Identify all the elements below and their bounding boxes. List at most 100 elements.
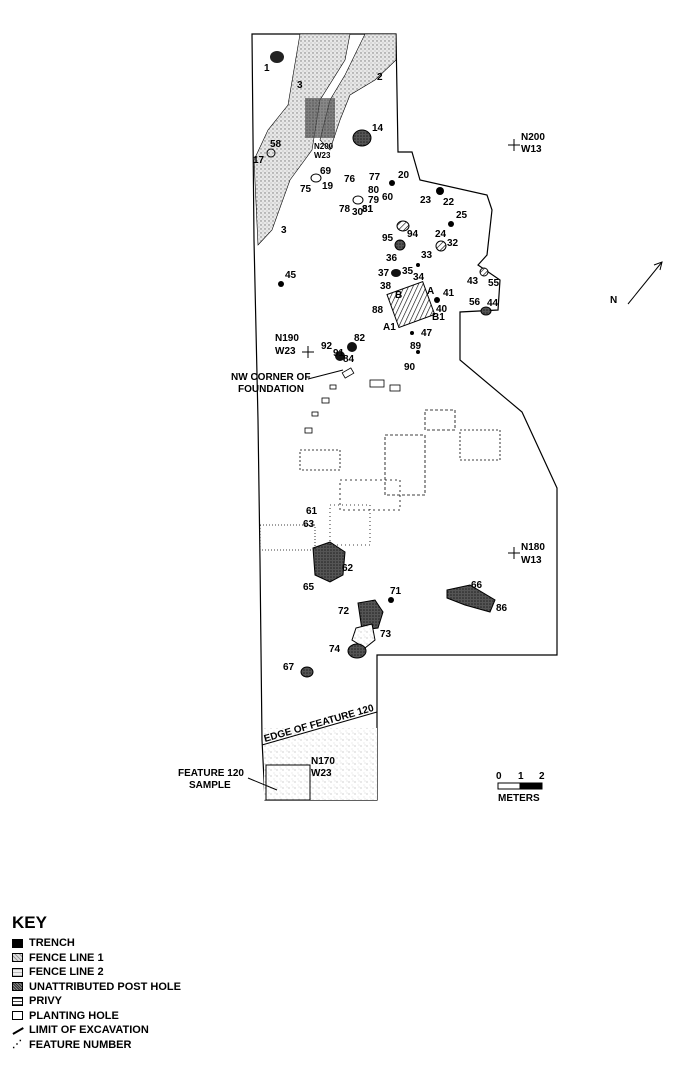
feature-number: 82 [354,333,366,344]
feature-number: 95 [382,233,394,244]
feature-41 [434,297,440,303]
key-label: FENCE LINE 2 [29,966,104,979]
feature-number: 1 [264,63,270,74]
feature-17 [266,148,276,158]
grid-label-n190: N190 [275,333,299,344]
fence-line-1-band [319,33,397,151]
key-item-limit-of-excavation: LIMIT OF EXCAVATION [12,1023,332,1038]
limit-of-excavation-line [251,33,558,801]
privy-section-b1: B1 [432,312,445,323]
feature-number: 37 [378,268,390,279]
scale-unit: METERS [498,793,540,804]
key-item-planting-hole: PLANTING HOLE [12,1009,332,1024]
scale-tick-2: 2 [539,771,545,782]
feature-number: 47 [421,328,433,339]
nw-corner-label-1: NW CORNER OF [231,372,310,383]
feature-number: 44 [487,298,499,309]
scale-bar: 0 1 2 METERS [496,771,545,804]
feature-number: 25 [456,210,468,221]
feature-74 [347,643,367,659]
feature-number: 24 [435,229,447,240]
feature-45 [278,281,284,287]
feature-number: 20 [398,170,410,181]
feature-number: 92 [321,341,333,352]
feature-number: 75 [300,184,312,195]
feature-number: 30 [352,207,364,218]
feature-number: 91 [333,348,345,359]
feature-number: 58 [270,139,282,150]
feature-number: 40 [436,304,448,315]
grid-label-n200: N200 [521,132,545,143]
feature-92 [335,351,345,361]
nw-corner-label-2: FOUNDATION [238,384,304,395]
grid-label-w23-small: W23 [314,151,331,160]
feature-22 [436,187,444,195]
feature-24 [448,221,454,227]
limit-line-icon [12,1026,23,1035]
key-label: FENCE LINE 1 [29,951,104,964]
feature-73 [351,623,376,649]
feature-71 [388,597,394,603]
grid-label-n200-small: N200 [314,142,334,151]
feature-number: 3 [297,80,303,91]
feature-47 [410,331,414,335]
key-label: PRIVY [29,995,63,1008]
feature-number: 38 [380,281,392,292]
feature-94 [396,220,410,232]
key-item-fence-line-1: FENCE LINE 1 [12,951,332,966]
grid-markers [302,139,520,559]
feature-37 [391,269,401,277]
feature-number: 88 [372,305,384,316]
privy-section-a1: A1 [383,322,396,333]
feature-number: 65 [303,582,315,593]
feature-120-sample-label-1: FEATURE 120 [178,768,244,779]
feature-number: 36 [386,253,398,264]
feature-number: 14 [372,123,384,134]
nw-corner-leader [307,369,344,380]
feature-number: 73 [380,629,392,640]
north-arrow-label: N [610,295,617,306]
fence-line-2-band [253,33,351,246]
feature-72 [357,599,384,631]
map-key: KEY TRENCH FENCE LINE 1 FENCE LINE 2 UNA… [12,913,332,1052]
foundation-rubble [259,367,501,551]
grid-label-w13-b: W13 [521,555,542,566]
feature-number: 78 [339,204,351,215]
grid-label-w23-a: W23 [275,346,296,357]
feature-number: 86 [496,603,508,614]
feature-number: 71 [390,586,402,597]
feature-number: 62 [342,563,354,574]
feature-number: 90 [404,362,416,373]
key-item-feature-number: ⋰ FEATURE NUMBER [12,1038,332,1053]
privy-section-b: B [395,290,402,301]
scale-tick-1: 1 [518,771,524,782]
key-item-fence-line-2: FENCE LINE 2 [12,965,332,980]
feature-number-labels: 1 2 3 3 14 17 19 20 22 23 24 25 30 31 32… [253,63,508,673]
feature-number: 76 [344,174,356,185]
leader-line-icon: ⋰ [12,1039,22,1051]
feature-82 [347,342,357,352]
feature-number: 33 [421,250,433,261]
feature-number: 94 [407,229,419,240]
feature-number: 17 [253,155,265,166]
fence-line-1-swatch-icon [12,953,23,963]
feature-55 [479,267,489,277]
privy-swatch-icon [12,996,23,1006]
feature-number: 32 [447,238,459,249]
planting-hole-swatch-icon [12,1011,23,1021]
feature-number: 60 [382,192,394,203]
key-label: TRENCH [29,937,75,950]
feature-44 [480,306,492,316]
key-title: KEY [12,913,47,932]
feature-number: 56 [469,297,481,308]
key-label: PLANTING HOLE [29,1009,119,1022]
feature-number: 89 [410,341,422,352]
feature-number: 31 [362,204,374,215]
feature-number: 63 [303,519,315,530]
grid-label-w13-a: W13 [521,144,542,155]
scale-tick-0: 0 [496,771,502,782]
trench-segment [305,98,335,138]
post-hole-swatch-icon [12,982,23,992]
key-label: FEATURE NUMBER [29,1038,132,1051]
